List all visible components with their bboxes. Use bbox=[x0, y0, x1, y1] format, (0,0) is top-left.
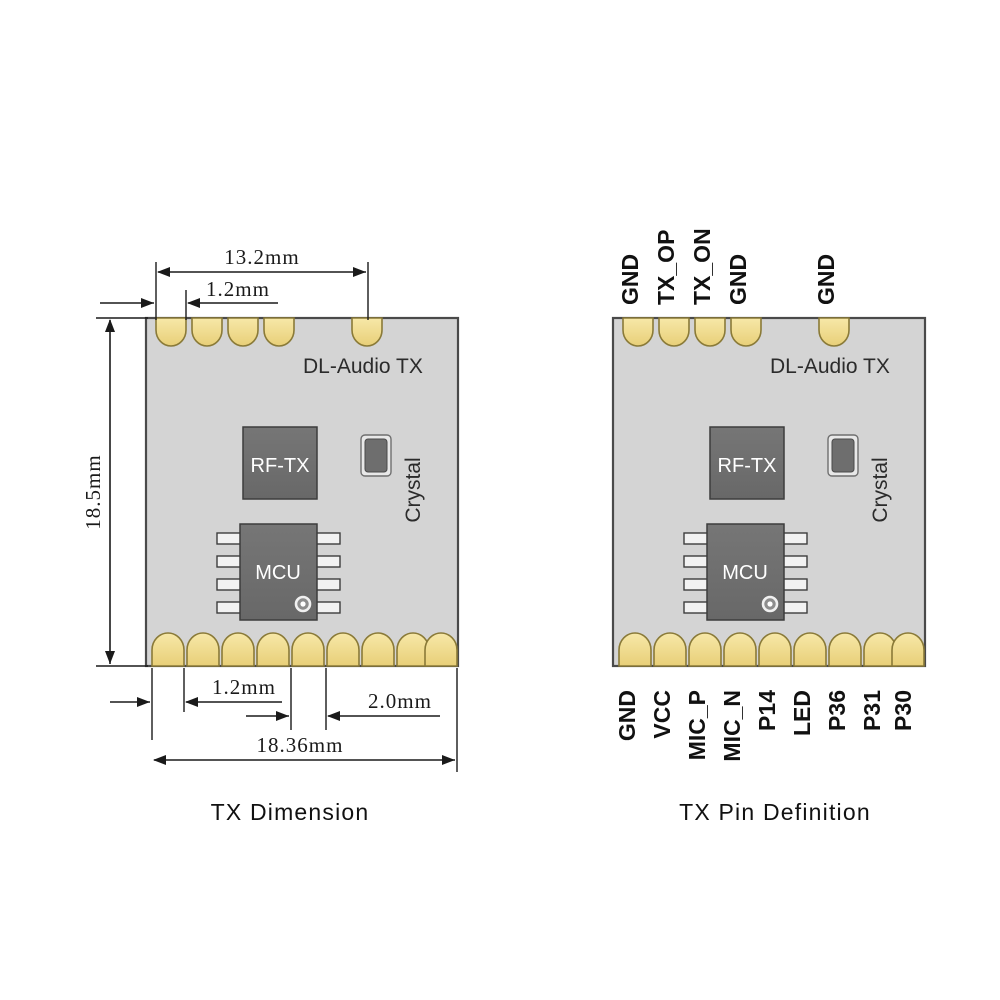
dim-label-bottom-pad-width: 1.2mm bbox=[212, 675, 276, 699]
bottom-pin-labels: GND VCC MIC_P MIC_N P14 LED P36 P31 P30 bbox=[614, 690, 916, 762]
dim-label-top-pitch: 1.2mm bbox=[206, 277, 270, 301]
dim-bottom-pitch-left: 2.0mm bbox=[246, 668, 440, 730]
castellated-pad bbox=[793, 632, 827, 667]
dim-label-bottom-overall: 18.36mm bbox=[257, 733, 344, 757]
castellated-pad bbox=[618, 632, 652, 667]
pcb-top-pads-right bbox=[622, 317, 850, 347]
pcb-bottom-pads-right bbox=[618, 632, 925, 667]
left-dimension-panel: DL-Audio TX RF-TX Crystal MCU 13.2mm bbox=[81, 245, 460, 825]
mcu-chip-label-left: MCU bbox=[255, 562, 301, 584]
bottom-pin-label-5: LED bbox=[789, 690, 815, 736]
dim-bottom-overall-left: 18.36mm bbox=[153, 668, 458, 772]
silkscreen-label-left: DL-Audio TX bbox=[303, 355, 423, 378]
pcb-top-pads-left bbox=[155, 317, 383, 347]
top-pin-labels: GND TX_OP TX_ON GND GND bbox=[617, 228, 839, 305]
dim-label-top-overall: 13.2mm bbox=[224, 245, 299, 269]
castellated-pad bbox=[227, 317, 259, 347]
crystal-body-left bbox=[364, 438, 388, 473]
castellated-pad bbox=[891, 632, 925, 667]
rf-tx-chip-left bbox=[242, 426, 318, 500]
castellated-pad bbox=[653, 632, 687, 667]
bottom-pin-label-8: P30 bbox=[890, 690, 916, 731]
silkscreen-label-right: DL-Audio TX bbox=[770, 355, 890, 378]
castellated-pad bbox=[256, 632, 290, 667]
castellated-pad bbox=[424, 632, 458, 667]
right-pin-definition-panel: DL-Audio TX RF-TX Crystal MCU GND TX_OP … bbox=[611, 228, 927, 825]
top-pin-label-2: TX_ON bbox=[689, 228, 715, 305]
caption-left-panel: TX Dimension bbox=[211, 799, 370, 825]
castellated-pad bbox=[694, 317, 726, 347]
castellated-pad bbox=[151, 632, 185, 667]
dim-bottom-pad-width-left: 1.2mm bbox=[110, 668, 282, 740]
mcu-pin1-dot-left bbox=[300, 601, 306, 607]
rf-tx-chip-label-right: RF-TX bbox=[718, 455, 777, 477]
dim-label-left-height: 18.5mm bbox=[81, 454, 105, 529]
mcu-pin1-dot-right bbox=[767, 601, 773, 607]
bottom-pin-label-2: MIC_P bbox=[684, 690, 710, 760]
bottom-pin-label-3: MIC_N bbox=[719, 690, 745, 762]
castellated-pad bbox=[361, 632, 395, 667]
castellated-pad bbox=[723, 632, 757, 667]
crystal-label-right: Crystal bbox=[869, 457, 892, 522]
castellated-pad bbox=[326, 632, 360, 667]
bottom-pin-label-0: GND bbox=[614, 690, 640, 741]
castellated-pad bbox=[155, 317, 187, 347]
top-pin-label-0: GND bbox=[617, 254, 643, 305]
caption-right-panel: TX Pin Definition bbox=[679, 799, 871, 825]
castellated-pad bbox=[828, 632, 862, 667]
castellated-pad bbox=[818, 317, 850, 347]
bottom-pin-label-1: VCC bbox=[649, 690, 675, 739]
top-pin-label-3: GND bbox=[725, 254, 751, 305]
dim-label-bottom-pitch: 2.0mm bbox=[368, 689, 432, 713]
bottom-pin-label-7: P31 bbox=[859, 690, 885, 731]
crystal-label-left: Crystal bbox=[402, 457, 425, 522]
pcb-bottom-pads-left bbox=[151, 632, 458, 667]
castellated-pad bbox=[221, 632, 255, 667]
bottom-pin-label-6: P36 bbox=[824, 690, 850, 731]
castellated-pad bbox=[186, 632, 220, 667]
rf-tx-chip-label-left: RF-TX bbox=[251, 455, 310, 477]
dim-top-pitch-left: 1.2mm bbox=[100, 277, 278, 320]
castellated-pad bbox=[351, 317, 383, 347]
dim-top-overall-left: 13.2mm bbox=[155, 245, 369, 320]
castellated-pad bbox=[758, 632, 792, 667]
crystal-body-right bbox=[831, 438, 855, 473]
castellated-pad bbox=[263, 317, 295, 347]
bottom-pin-label-4: P14 bbox=[754, 690, 780, 731]
mcu-leads-left bbox=[216, 532, 341, 614]
castellated-pad bbox=[730, 317, 762, 347]
top-pin-label-4: GND bbox=[813, 254, 839, 305]
top-pin-label-1: TX_OP bbox=[653, 230, 679, 305]
dim-left-height: 18.5mm bbox=[81, 317, 148, 667]
castellated-pad bbox=[688, 632, 722, 667]
castellated-pad bbox=[291, 632, 325, 667]
rf-tx-chip-right bbox=[709, 426, 785, 500]
castellated-pad bbox=[622, 317, 654, 347]
castellated-pad bbox=[658, 317, 690, 347]
castellated-pad bbox=[191, 317, 223, 347]
mcu-chip-label-right: MCU bbox=[722, 562, 768, 584]
